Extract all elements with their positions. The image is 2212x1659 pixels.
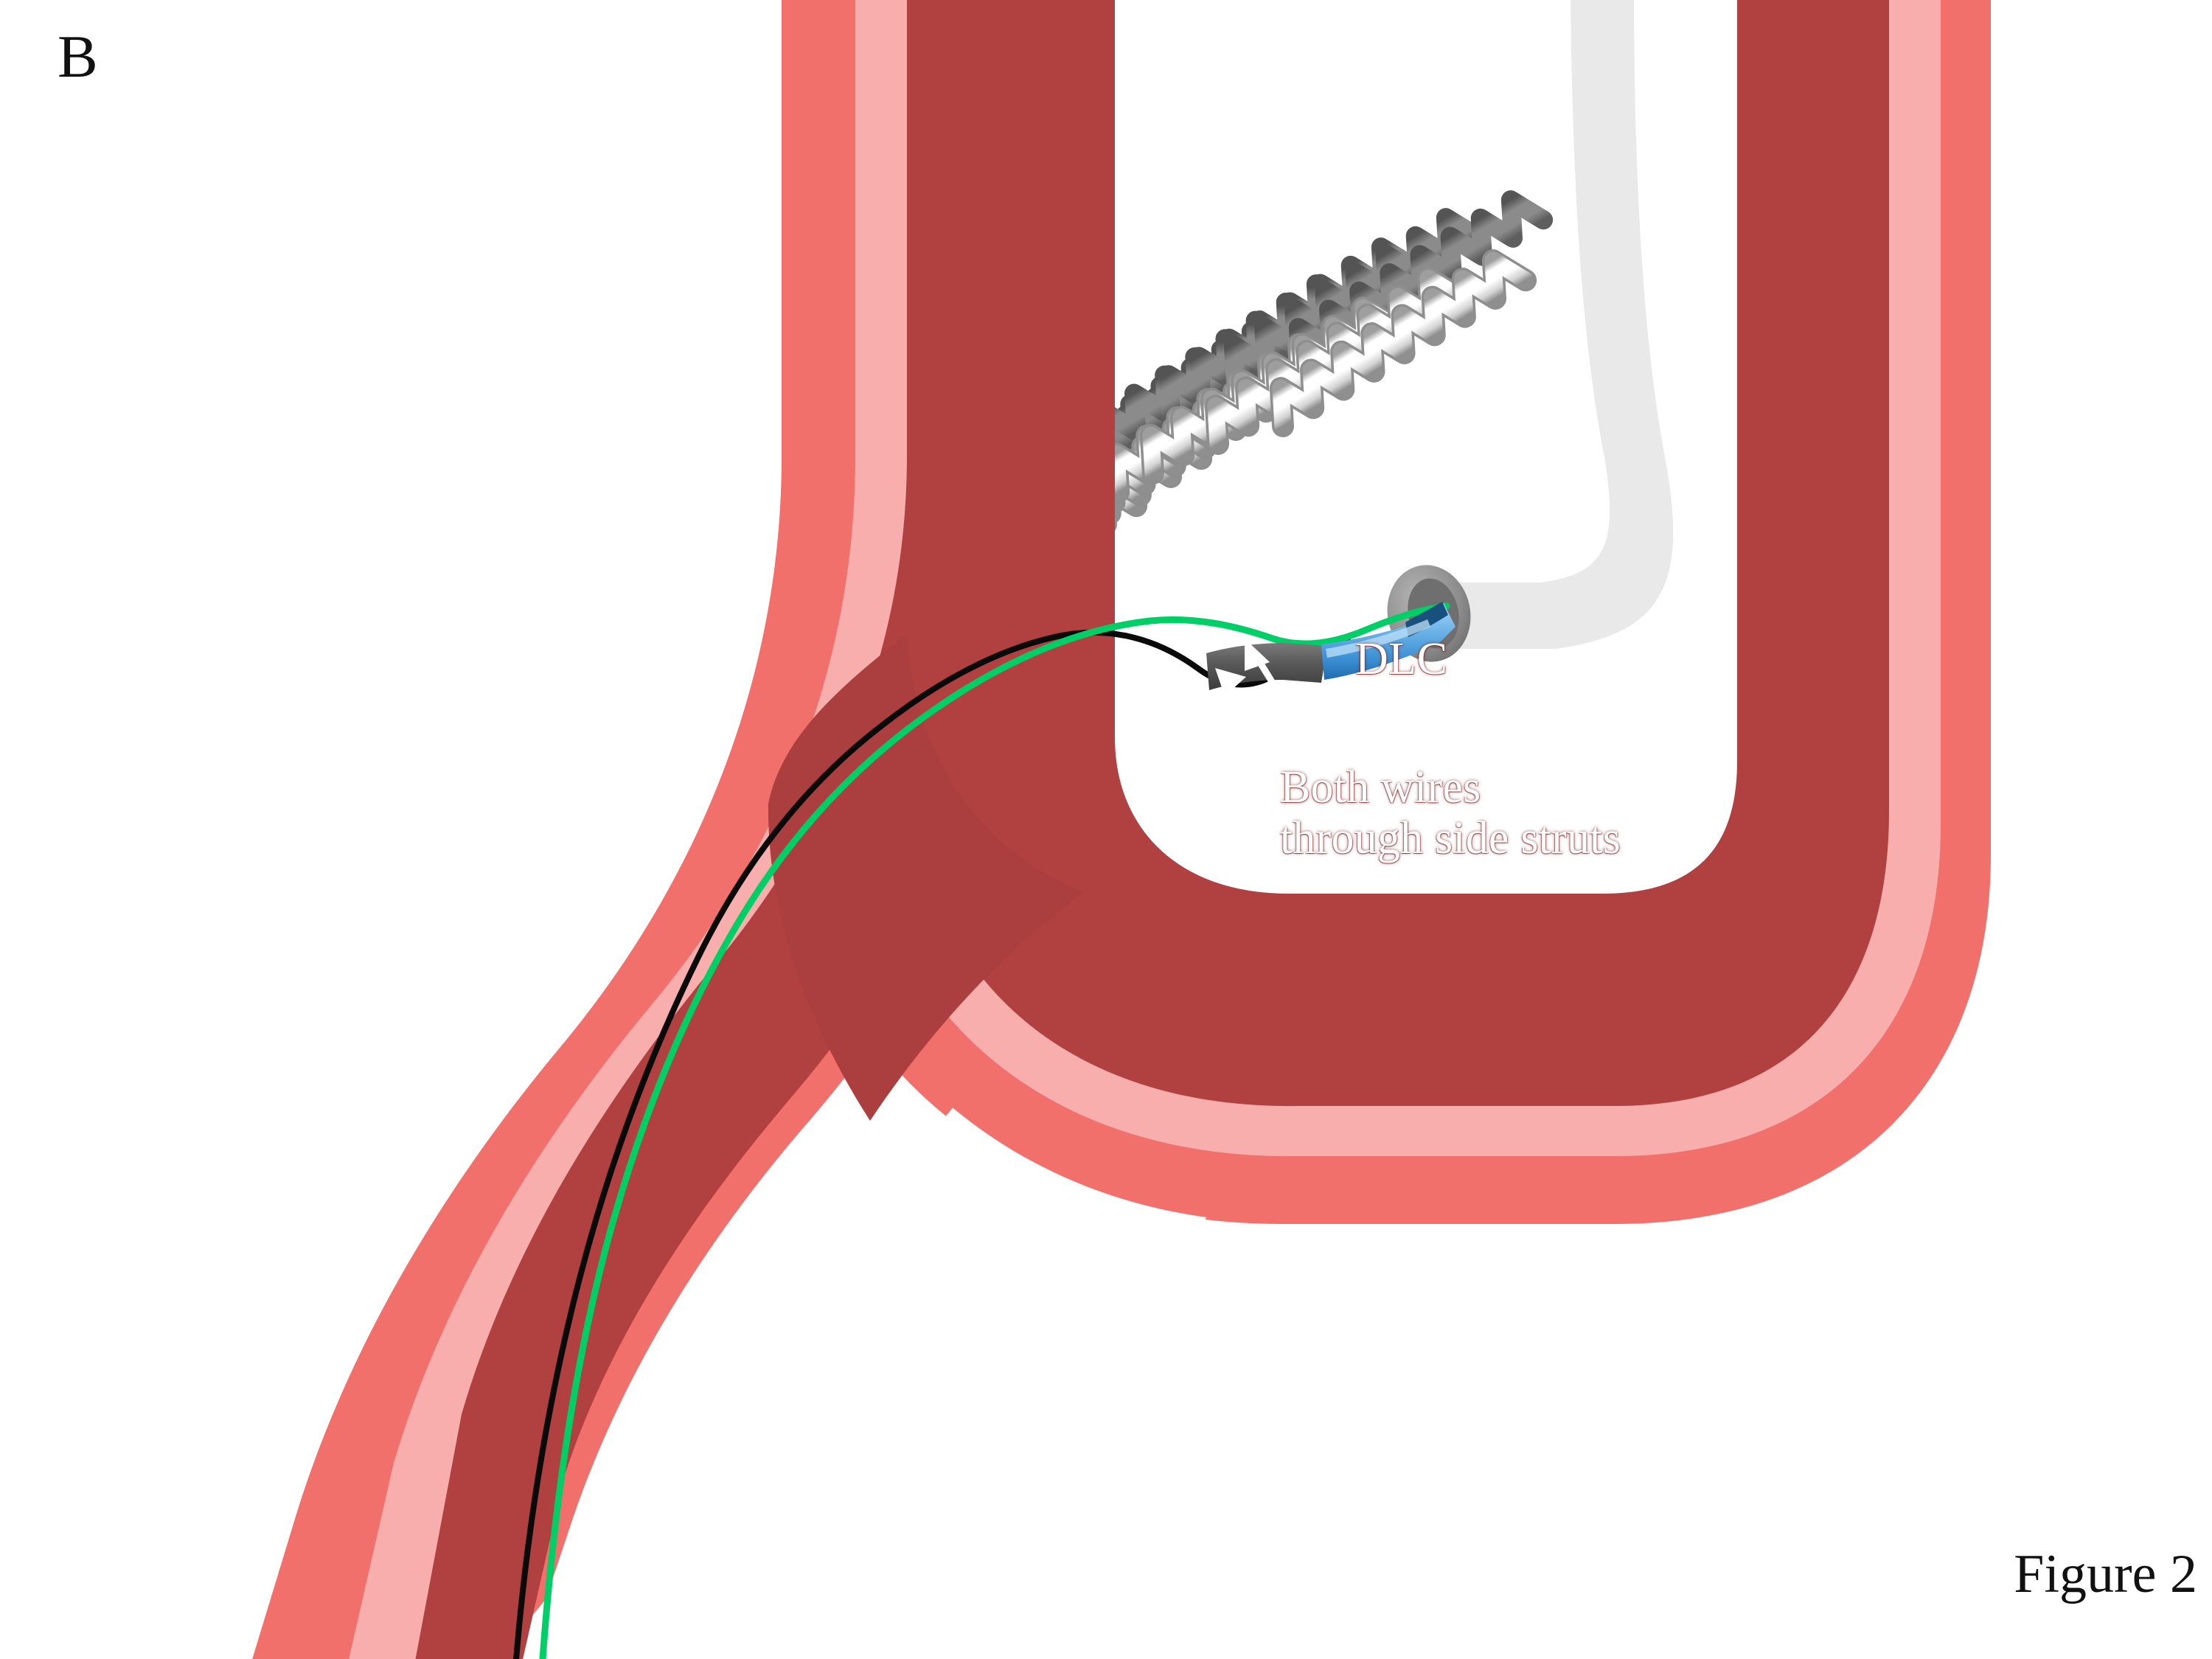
dlc-callout-label: DLC [1355, 634, 1448, 684]
annotation-arrow-left-head [1215, 668, 1246, 696]
panel-letter: B [58, 23, 98, 90]
dlc-highlight [1326, 619, 1430, 658]
annotation-arrow-right [1250, 648, 1324, 763]
side-vessel-intima [349, 0, 981, 1659]
main-vessel-lumen [907, 0, 1889, 1106]
vessel-lumen [415, 0, 1889, 1659]
green-guidewire [539, 602, 1450, 1659]
annotation-arrow-right-head [1245, 639, 1270, 671]
figure-caption: Figure 2 [2014, 1544, 2197, 1604]
annotation-arrow-left [1222, 678, 1284, 759]
guide-catheter-shaft [1419, 0, 1674, 649]
annotation-arrows [1215, 639, 1324, 763]
side-vessel-lumen [415, 0, 1016, 1659]
side-vessel-outer-wall [252, 0, 1032, 1659]
both-wires-callout-label: Both wires through side struts [1280, 762, 1621, 864]
